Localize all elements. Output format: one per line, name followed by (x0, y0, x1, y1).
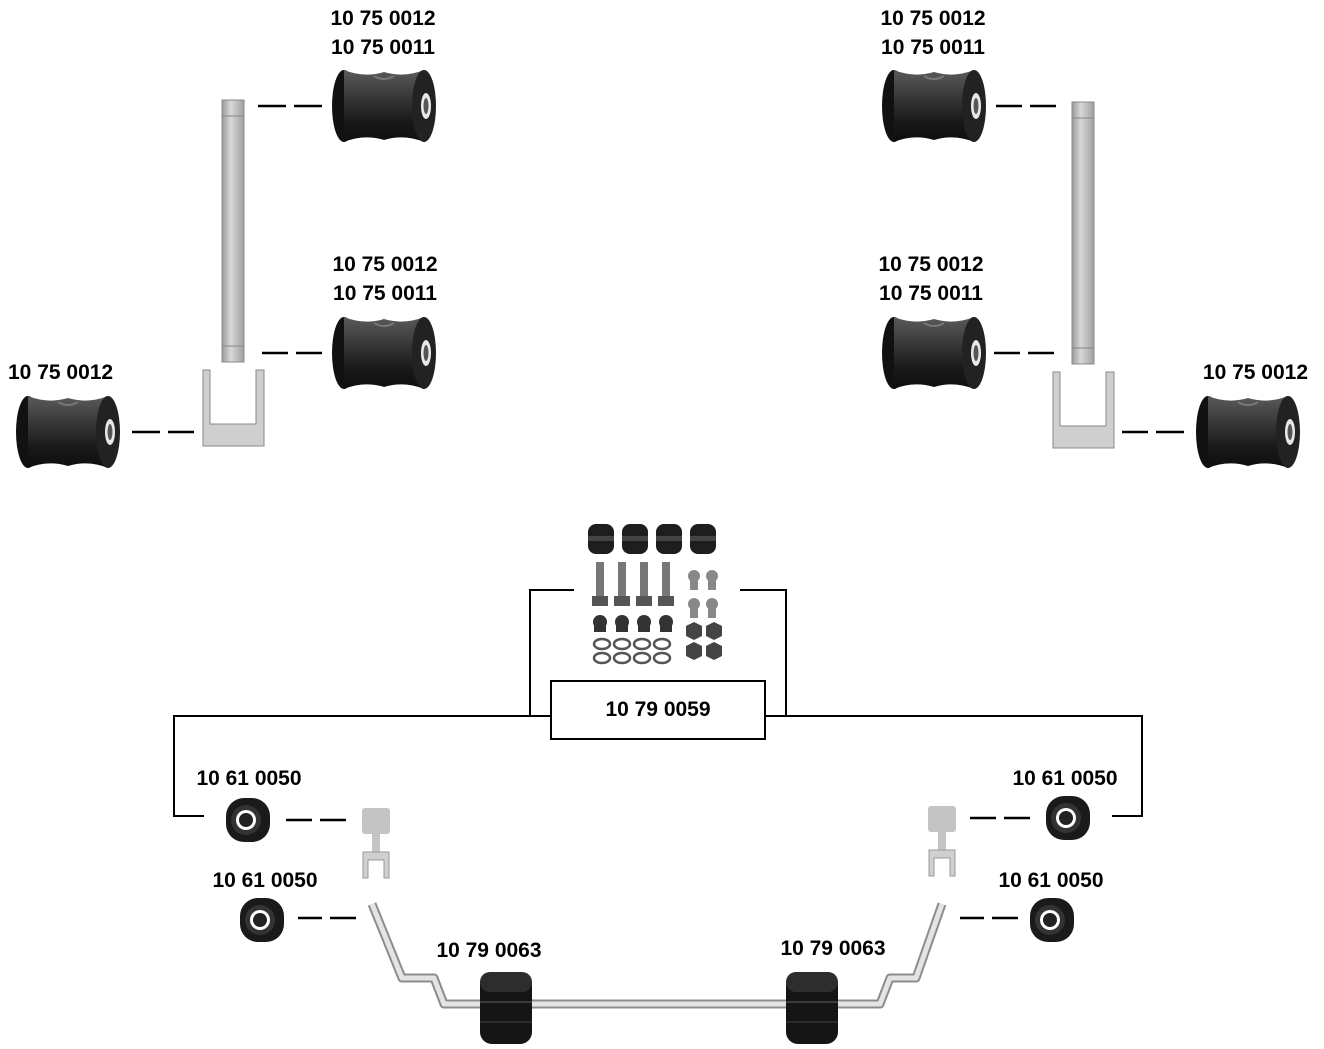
part-number: 10 61 0050 (980, 866, 1122, 895)
part-number: 10 75 0011 (862, 33, 1004, 62)
label-link-left-upper: 10 61 0050 (178, 764, 320, 793)
kit-part-number-box: 10 79 0059 (550, 680, 766, 740)
part-number: 10 75 0011 (860, 279, 1002, 308)
bushing-far-left (16, 396, 120, 468)
part-number: 10 61 0050 (194, 866, 336, 895)
bushing-top-left-upper (332, 70, 436, 142)
label-top-right-upper: 10 75 0012 10 75 0011 (862, 4, 1004, 62)
stabilizer-bushing-left (480, 972, 532, 1044)
part-number: 10 75 0012 (862, 4, 1004, 33)
part-number: 10 75 0012 (1168, 358, 1308, 387)
part-number: 10 75 0012 (314, 250, 456, 279)
leader-lines-bottom (286, 818, 1030, 918)
label-stabilizer-left: 10 79 0063 (418, 936, 560, 965)
link-right (928, 806, 956, 876)
part-number: 10 79 0063 (762, 934, 904, 963)
part-number: 10 79 0063 (418, 936, 560, 965)
shackle-left (203, 100, 264, 446)
bushing-top-right-lower (882, 317, 986, 389)
label-top-right-lower: 10 75 0012 10 75 0011 (860, 250, 1002, 308)
stabilizer-bushing-right (786, 972, 838, 1044)
shackle-right (1053, 102, 1114, 448)
part-number: 10 61 0050 (994, 764, 1136, 793)
bushing-top-right-upper (882, 70, 986, 142)
bushing-top-left-lower (332, 317, 436, 389)
link-left (362, 808, 390, 878)
link-bushing-right-upper (1046, 796, 1090, 840)
part-number: 10 75 0011 (314, 279, 456, 308)
label-top-left-lower: 10 75 0012 10 75 0011 (314, 250, 456, 308)
label-top-left-upper: 10 75 0012 10 75 0011 (312, 4, 454, 62)
part-number: 10 61 0050 (178, 764, 320, 793)
link-bushing-left-lower (240, 898, 284, 942)
kit-parts-image (588, 524, 722, 663)
part-number: 10 75 0012 (860, 250, 1002, 279)
part-number: 10 75 0012 (8, 358, 148, 387)
link-bushing-left-upper (226, 798, 270, 842)
label-far-right: 10 75 0012 (1168, 358, 1308, 387)
link-bushing-right-lower (1030, 898, 1074, 942)
label-link-right-lower: 10 61 0050 (980, 866, 1122, 895)
label-far-left: 10 75 0012 (8, 358, 148, 387)
part-number: 10 75 0012 (312, 4, 454, 33)
bushing-far-right (1196, 396, 1300, 468)
part-number: 10 75 0011 (312, 33, 454, 62)
label-link-left-lower: 10 61 0050 (194, 866, 336, 895)
label-link-right-upper: 10 61 0050 (994, 764, 1136, 793)
label-stabilizer-right: 10 79 0063 (762, 934, 904, 963)
part-number: 10 79 0059 (605, 698, 710, 721)
